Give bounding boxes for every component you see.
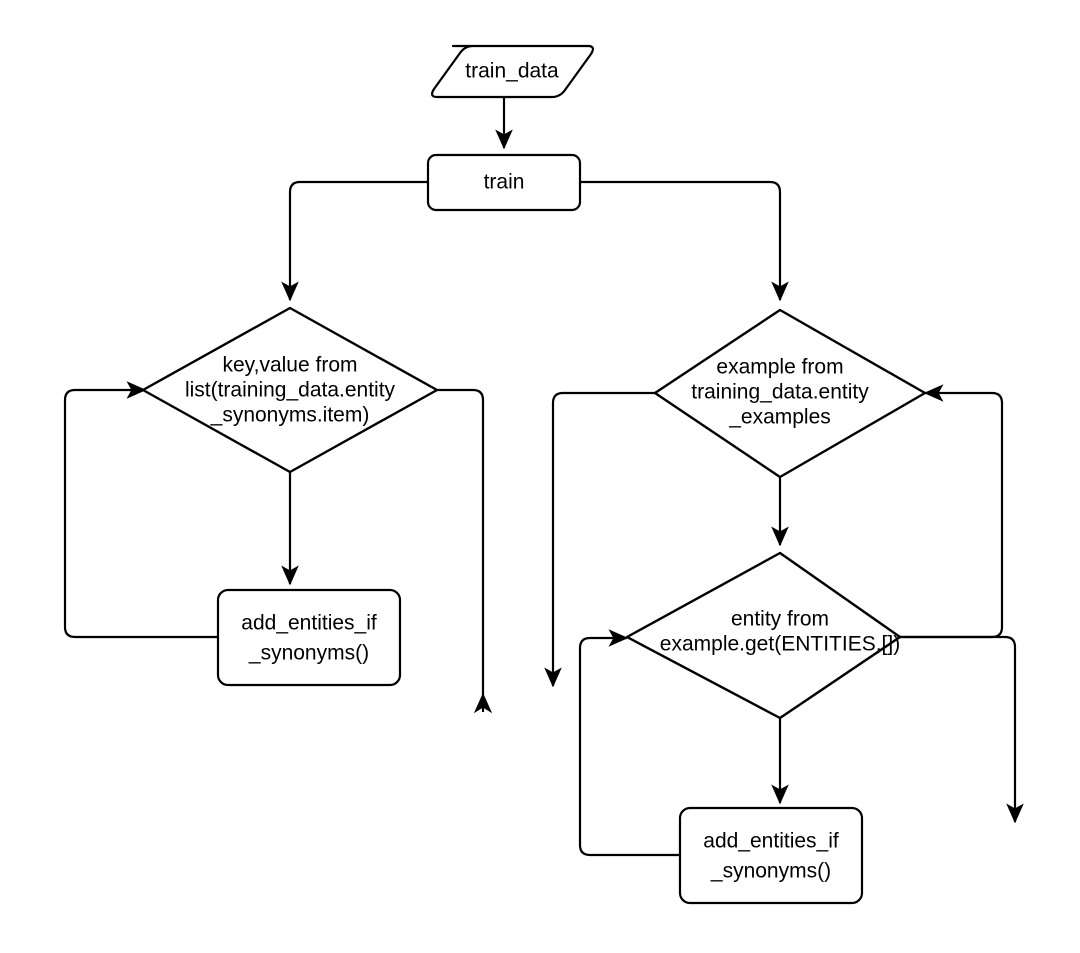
node-loop-entities[interactable]: entity from example.get(ENTITIES,[]): [625, 551, 902, 720]
add-entities-right-shape: [678, 806, 864, 905]
add-entities-left-label-line-2: _synonyms(): [248, 642, 369, 665]
add-entities-right-label-line-1: add_entities_if: [703, 830, 839, 853]
edge-add-entities-right-loopback: [578, 629, 680, 857]
edge-loop-entities-back-to-loop-examples: [900, 384, 1004, 639]
edge-loop-examples-exit: [544, 391, 655, 688]
node-train-data[interactable]: train_data: [430, 44, 595, 99]
edge-loop-entities-exit: [900, 635, 1024, 824]
loop-entities-shape: [625, 551, 902, 720]
add-entities-left-label-line-1: add_entities_if: [241, 612, 377, 635]
edge-layer: [63, 97, 1024, 857]
loop-synonyms-shape: [141, 306, 439, 474]
loop-synonyms-label-line-2: list(training_data.entity: [185, 379, 396, 402]
loop-examples-label-line-1: example from: [716, 356, 843, 379]
node-layer: train_data train key,value from list(tra…: [141, 44, 927, 905]
edge-train-to-loop-examples: [580, 180, 789, 302]
arrowhead-loop-synonyms-exit-up: [473, 692, 493, 714]
loop-examples-label-line-2: training_data.entity: [691, 381, 869, 404]
loop-entities-label-line-1: entity from: [731, 608, 829, 631]
node-train[interactable]: train: [426, 153, 582, 212]
train-data-shape: [430, 44, 595, 99]
loop-entities-label-line-2: example.get(ENTITIES,[]): [660, 633, 900, 656]
edge-add-entities-left-loopback: [63, 381, 218, 639]
node-add-entities-left[interactable]: add_entities_if _synonyms(): [216, 588, 402, 687]
add-entities-left-shape: [216, 588, 402, 687]
edge-train-to-loop-synonyms: [281, 180, 428, 302]
loop-synonyms-label-line-1: key,value from: [223, 354, 358, 377]
train-label: train: [484, 171, 525, 194]
node-add-entities-right[interactable]: add_entities_if _synonyms(): [678, 806, 864, 905]
train-data-label: train_data: [465, 60, 559, 83]
loop-synonyms-label-line-3: _synonyms.item): [210, 404, 370, 427]
train-shape: [426, 153, 582, 212]
loop-examples-label-line-3: _examples: [728, 406, 831, 429]
add-entities-right-label-line-2: _synonyms(): [710, 860, 831, 883]
loop-examples-shape: [653, 308, 927, 479]
node-loop-synonyms[interactable]: key,value from list(training_data.entity…: [141, 306, 439, 474]
edge-loop-synonyms-exit: [437, 388, 485, 712]
node-loop-examples[interactable]: example from training_data.entity _examp…: [653, 308, 927, 479]
